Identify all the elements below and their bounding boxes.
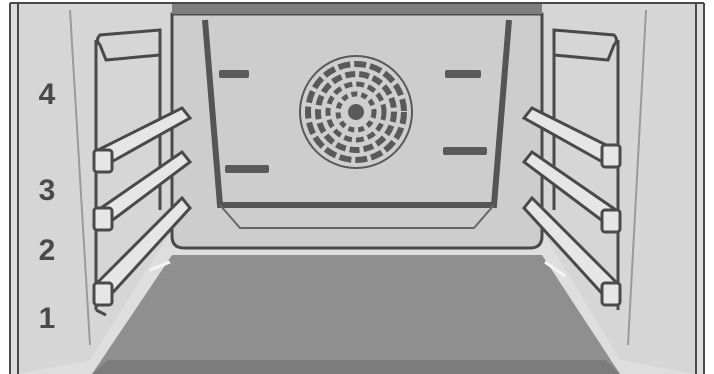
cavity-top-edge	[172, 3, 542, 14]
back-slot-upper-left	[219, 70, 249, 78]
back-slot-lower-right	[443, 147, 487, 155]
floor-front-shadow	[92, 360, 620, 374]
shelf-level-label-1: 1	[36, 304, 58, 334]
back-slot-lower-left	[225, 165, 269, 173]
shelf-level-label-4: 4	[36, 80, 58, 110]
shelf-level-label-3: 3	[36, 176, 58, 206]
shelf-level-label-2: 2	[36, 236, 58, 266]
cavity-floor	[92, 255, 620, 374]
convection-fan-icon	[300, 56, 412, 168]
back-slot-upper-right	[445, 70, 481, 78]
